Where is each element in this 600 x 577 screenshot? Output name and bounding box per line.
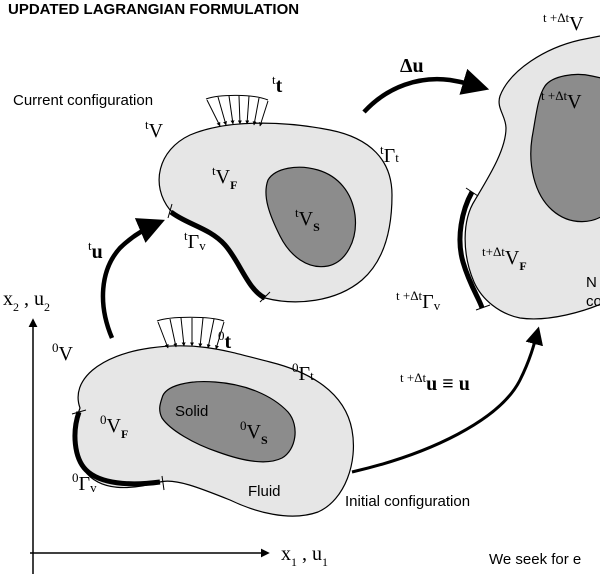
current-gamma-v-label: tΓv: [184, 228, 206, 253]
next-boundary-tick-2: [475, 304, 491, 311]
current-gamma-t-label: tΓt: [380, 142, 399, 167]
initial-boundary-tick-1: [71, 409, 87, 415]
next-fluid-volume-label: t+ΔtVF: [482, 244, 527, 273]
right-partial-text-2: co: [586, 293, 600, 310]
initial-gamma-t-label: 0Γt: [292, 360, 314, 385]
displacement-u-arrow: [100, 218, 165, 339]
coordinate-axes: x2 , u2 x1 , u1: [3, 288, 328, 574]
y-axis-label: x2 , u2: [3, 288, 50, 314]
initial-solid-volume-label: 0VS: [240, 418, 268, 447]
total-displacement-label: t +Δtu ≡ u: [400, 370, 470, 395]
next-solid-region: [530, 73, 600, 223]
current-gamma-v-boundary: [169, 209, 267, 301]
initial-traction-arrows: [156, 316, 225, 350]
current-configuration-caption: Current configuration: [13, 92, 153, 109]
next-volume-label: t +ΔtV: [543, 10, 584, 35]
increment-delta-u-arrow: [362, 68, 490, 114]
current-boundary-tick-1: [167, 203, 173, 219]
current-volume-label: tV: [145, 117, 164, 142]
displacement-arrows: tu Δu t +Δtu ≡ u: [88, 55, 543, 474]
next-configuration: t +ΔtV t +ΔtV t+ΔtVF t +ΔtΓv N co: [396, 10, 600, 320]
current-traction-arrows: [205, 94, 269, 127]
total-displacement-arrow: [351, 326, 543, 474]
initial-traction-label: 0t: [218, 328, 232, 353]
next-solid-volume-label: t +ΔtV: [541, 88, 582, 113]
increment-delta-u-label: Δu: [400, 55, 424, 77]
current-solid-region: [265, 166, 357, 268]
bottom-partial-text: We seek for e: [489, 551, 581, 568]
next-boundary-tick-1: [465, 187, 479, 197]
initial-gamma-v-label: 0Γv: [72, 470, 97, 495]
displacement-u-label: tu: [88, 238, 103, 263]
diagram-title: UPDATED LAGRANGIAN FORMULATION: [8, 1, 299, 18]
solid-label: Solid: [175, 403, 208, 420]
current-configuration: tt Current configuration tV tΓt tVF tVS …: [13, 72, 399, 303]
initial-solid-region: [159, 380, 296, 463]
initial-gamma-v-boundary: [72, 411, 161, 487]
initial-boundary-tick-2: [161, 475, 165, 491]
current-boundary-tick-2: [259, 291, 271, 303]
current-solid-volume-label: tVS: [295, 205, 320, 234]
initial-configuration: 0V 0t 0Γt 0VF 0VS Solid Fluid 0Γv Initia…: [52, 316, 470, 517]
right-partial-text-1: N: [586, 274, 597, 291]
initial-volume-label: 0V: [52, 340, 74, 365]
current-traction-label: tt: [272, 72, 283, 97]
next-gamma-v-boundary: [457, 190, 485, 309]
x-axis-label: x1 , u1: [281, 543, 328, 569]
current-fluid-volume-label: tVF: [212, 163, 237, 192]
initial-fluid-volume-label: 0VF: [100, 412, 128, 441]
fluid-label: Fluid: [248, 483, 281, 500]
next-gamma-v-label: t +ΔtΓv: [396, 288, 441, 313]
initial-configuration-caption: Initial configuration: [345, 493, 470, 510]
